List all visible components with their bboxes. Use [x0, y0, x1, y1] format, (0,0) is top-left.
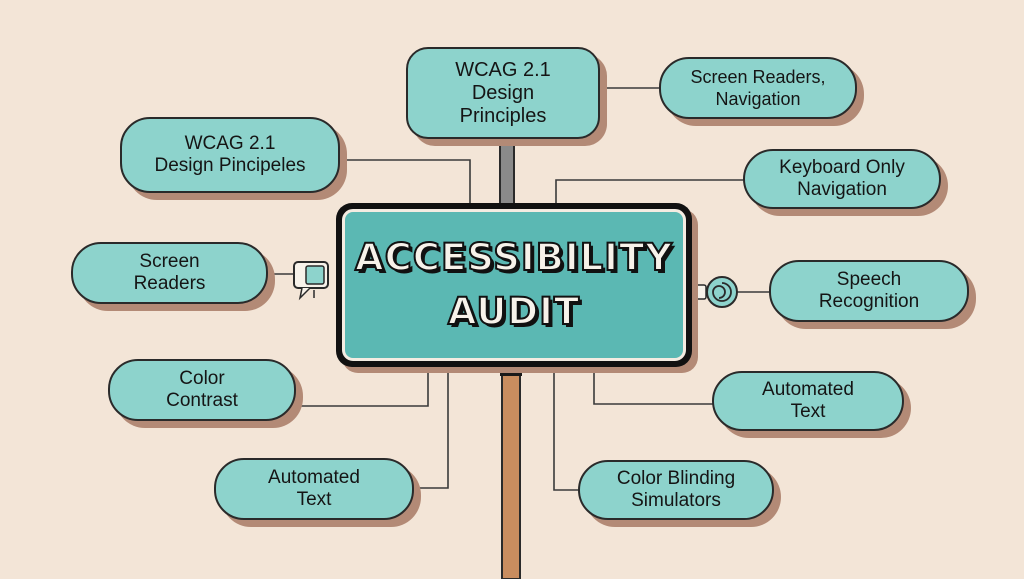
node-label: Color Contrast — [166, 368, 238, 411]
node-label: WCAG 2.1 Design Principles — [455, 58, 551, 127]
node-label: Color Blinding Simulators — [616, 468, 736, 511]
connector-top-left — [340, 159, 471, 205]
signpost-pole — [501, 367, 521, 579]
connector-right-lower — [593, 368, 716, 405]
node-label: Automated Text — [762, 379, 854, 422]
node-label: Screen Readers, Navigation — [690, 67, 826, 109]
connector-left-lower — [296, 368, 429, 407]
connector-right-upper — [555, 179, 746, 205]
node-top-center: WCAG 2.1 Design Principles — [406, 47, 600, 139]
node-label: Keyboard Only Navigation — [779, 157, 905, 200]
node-left-lower: Color Contrast — [108, 359, 296, 421]
node-right-lower: Automated Text — [712, 371, 904, 431]
node-top-left: WCAG 2.1 Design Pincipeles — [120, 117, 340, 193]
node-right-upper: Keyboard Only Navigation — [743, 149, 941, 209]
signpost-collar — [500, 366, 522, 376]
node-label: Speech Recognition — [818, 269, 920, 312]
node-label: Screen Readers — [133, 251, 206, 294]
signpost-top — [499, 139, 515, 207]
chat-bubble-icon — [293, 261, 329, 301]
node-label: Automated Text — [268, 467, 360, 510]
node-bottom-right: Color Blinding Simulators — [578, 460, 774, 520]
node-left-middle: Screen Readers — [71, 242, 268, 304]
node-label: WCAG 2.1 Design Pincipeles — [154, 133, 306, 176]
connector-bottom-right — [553, 368, 580, 491]
node-right-middle: Speech Recognition — [769, 260, 969, 322]
speech-swirl-icon — [695, 276, 738, 308]
center-title: ACCESSIBILITY AUDIT — [354, 235, 673, 334]
sign-panel: ACCESSIBILITY AUDIT — [342, 209, 686, 361]
accessibility-audit-sign: ACCESSIBILITY AUDIT — [336, 203, 692, 367]
node-bottom-left: Automated Text — [214, 458, 414, 520]
node-top-right: Screen Readers, Navigation — [659, 57, 857, 119]
connector-bottom-left — [414, 368, 449, 489]
